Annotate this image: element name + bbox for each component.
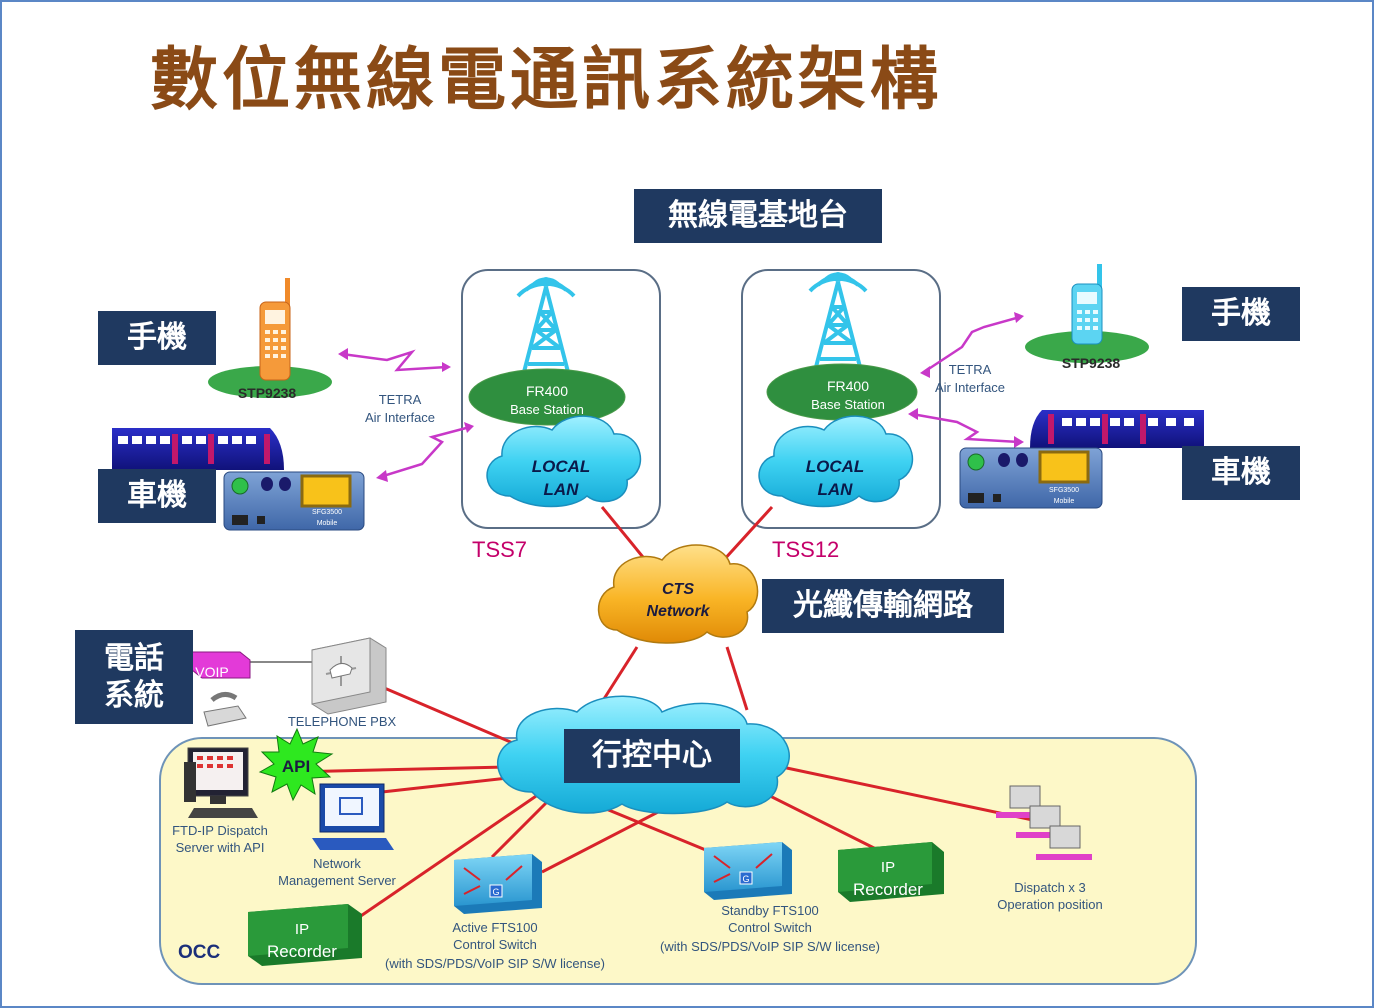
occ-label: OCC (178, 942, 221, 963)
local-lan-left-cloud (486, 415, 642, 508)
voip-label: VOIP (195, 664, 228, 680)
standby-license: (with SDS/PDS/VoIP SIP S/W license) (660, 939, 880, 954)
handset-right-label: 手機 (1182, 287, 1300, 341)
nms-sub: Management Server (278, 873, 396, 888)
ip-recorder-right-icon: IP Recorder (838, 842, 944, 902)
bus-left-icon (112, 428, 284, 470)
telephone-system-label: 電話 系統 (75, 630, 193, 724)
handset-left-base (208, 366, 332, 398)
telephone-system-line2: 系統 (104, 678, 164, 713)
vehicle-left-label: 車機 (98, 469, 216, 523)
standby-switch-icon: G (704, 842, 792, 900)
control-center-label: 行控中心 (564, 729, 740, 783)
mobile-right-type: Mobile (1054, 498, 1075, 505)
dispatch-sub: Operation position (997, 897, 1103, 912)
mobile-left-type: Mobile (317, 520, 338, 527)
fr400-left-sub: Base Station (510, 402, 584, 417)
api-starburst-icon (258, 727, 334, 802)
fr400-left-label: FR400 (526, 383, 568, 399)
api-label: API (282, 757, 310, 776)
standby-sub: Control Switch (728, 920, 812, 935)
bus-right-icon (1030, 410, 1204, 448)
ip-recorder-left-icon: IP Recorder (248, 904, 362, 966)
handset-right-icon (1071, 264, 1103, 345)
nms-label: Network (313, 856, 361, 871)
tss12-label: TSS12 (772, 537, 839, 562)
tss7-label: TSS7 (472, 537, 527, 562)
network-management-server-icon (312, 783, 394, 850)
mobile-right-model: SFG3500 (1049, 487, 1079, 494)
active-license: (with SDS/PDS/VoIP SIP S/W license) (385, 956, 605, 971)
fr400-right-sub: Base Station (811, 397, 885, 412)
active-sub: Control Switch (453, 937, 537, 952)
ip-rec-left-sub: Recorder (267, 942, 337, 961)
cts-sub: Network (646, 603, 710, 620)
vehicle-right-label: 車機 (1182, 446, 1300, 500)
tetra-right-label: TETRA (949, 362, 992, 377)
fiber-network-label: 光纖傳輸網路 (762, 579, 1004, 633)
lan-right-sub: LAN (818, 480, 854, 499)
handset-left-icon (259, 278, 291, 381)
pbx-label: TELEPHONE PBX (288, 714, 397, 729)
dispatch-label: Dispatch x 3 (1014, 880, 1086, 895)
lan-right-label: LOCAL (806, 457, 865, 476)
active-switch-icon: G (454, 854, 542, 914)
dispatch-server-icon (184, 747, 258, 818)
page-title: 數位無線電通訊系統架構 (150, 41, 943, 120)
mobile-radio-left-icon: SFG3500 Mobile (223, 471, 365, 531)
desk-phone-icon (203, 692, 247, 727)
tetra-left-label: TETRA (379, 392, 422, 407)
base-station-label: 無線電基地台 (634, 189, 882, 243)
local-lan-right-cloud (758, 415, 914, 508)
tetra-left-sub: Air Interface (365, 410, 435, 425)
cts-network-cloud (597, 544, 759, 644)
mobile-radio-right-icon: SFG3500 Mobile (959, 447, 1103, 509)
voip-gateway-icon: VOIP (191, 651, 251, 680)
cts-label: CTS (662, 581, 694, 598)
dispatch-workstations-icon (996, 785, 1092, 860)
standby-switch-g: G (742, 874, 749, 884)
stp-left-label: STP9238 (238, 385, 297, 401)
lan-left-sub: LAN (544, 480, 580, 499)
active-switch-g: G (492, 887, 499, 897)
handset-left-label: 手機 (98, 311, 216, 365)
ftd-sub: Server with API (176, 840, 265, 855)
radio-wave-links (341, 315, 1021, 479)
handset-right-base (1025, 331, 1149, 363)
lan-left-label: LOCAL (532, 457, 591, 476)
stp-right-label: STP9238 (1062, 355, 1121, 371)
ip-rec-left-label: IP (295, 921, 309, 938)
standby-label: Standby FTS100 (721, 903, 819, 918)
ip-rec-right-label: IP (881, 859, 895, 876)
telephone-pbx-icon (311, 637, 387, 715)
mobile-left-model: SFG3500 (312, 509, 342, 516)
tetra-right-sub: Air Interface (935, 380, 1005, 395)
active-label: Active FTS100 (452, 920, 537, 935)
ftd-label: FTD-IP Dispatch (172, 823, 268, 838)
telephone-system-line1: 電話 (104, 640, 164, 676)
fr400-right-label: FR400 (827, 378, 869, 394)
ip-rec-right-sub: Recorder (853, 880, 923, 899)
fr400-left (468, 368, 626, 426)
